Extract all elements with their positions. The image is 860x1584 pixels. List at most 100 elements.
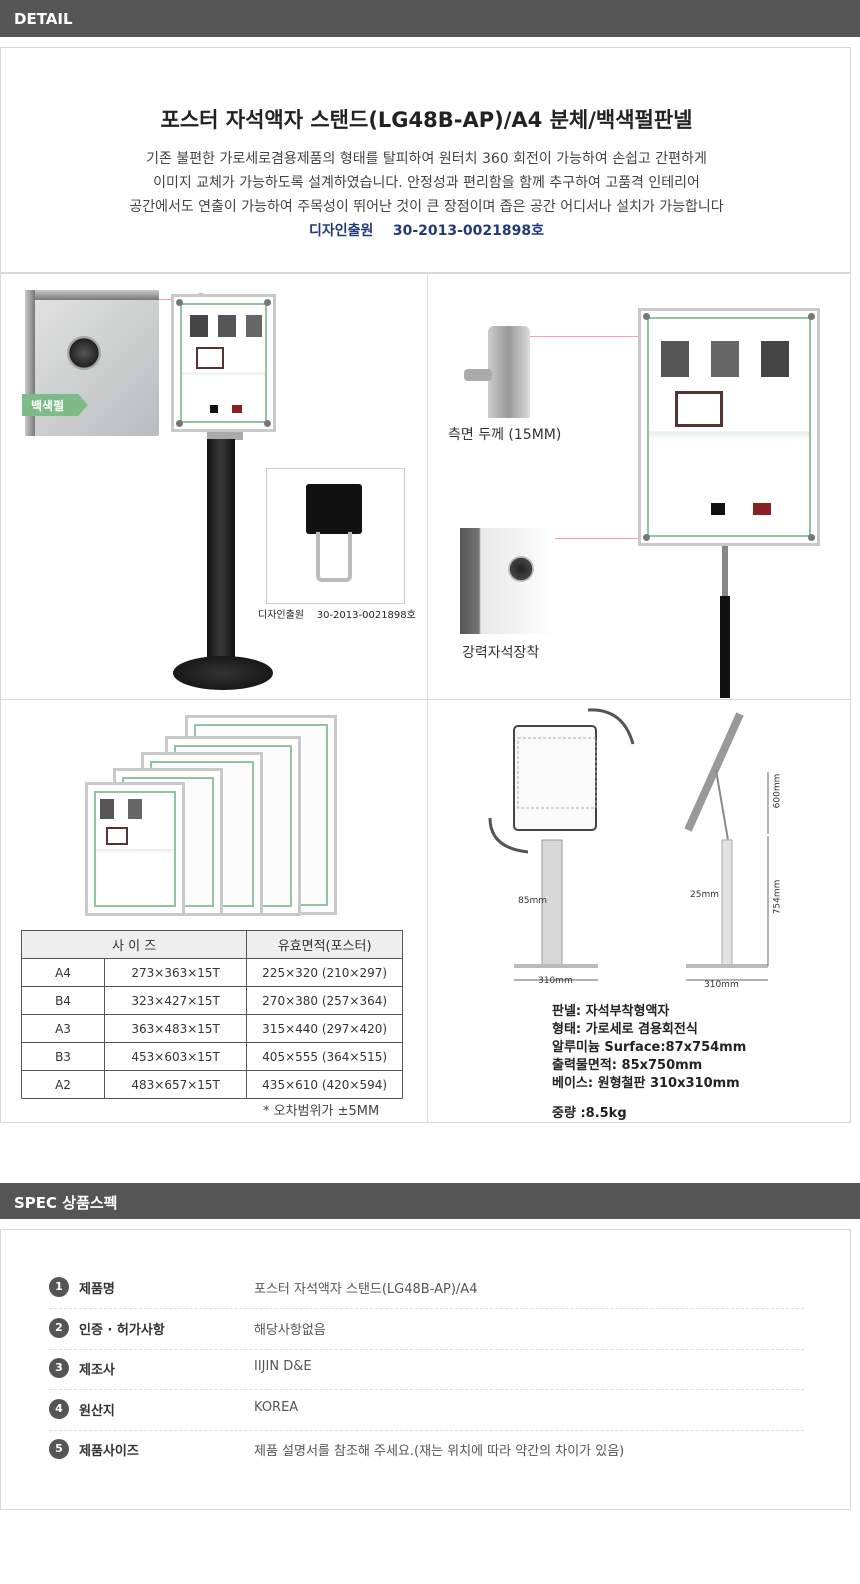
stand-pole (207, 439, 235, 664)
design-reg-caption: 디자인출원 30-2013-0021898호 (258, 610, 416, 621)
side-base (686, 964, 768, 968)
stand-base (173, 656, 273, 690)
table-header-size: 사 이 즈 (20, 930, 248, 959)
magnet-icon (67, 336, 101, 370)
panel-diagram: 85mm 310mm 25mm 600mm 754mm 310mm 판넬: 자석… (428, 700, 850, 1122)
table-row: B3 453×603×15T 405×555 (364×515) (21, 1042, 403, 1071)
table-row: B4 323×427×15T 270×380 (257×364) (21, 986, 403, 1015)
design-registration: 디자인출원 30-2013-0021898호 (308, 223, 545, 239)
spec-row: 4 원산지 KOREA (49, 1390, 804, 1431)
spec-number-badge: 5 (49, 1439, 69, 1459)
desc-line-3: 공간에서도 연출이 가능하여 주목성이 뛰어난 것이 큰 장점이며 좁은 공간 … (129, 199, 724, 215)
table-cell: B4 (21, 986, 105, 1015)
pearl-white-label: 백색펄 (31, 399, 65, 413)
intro-box: 포스터 자석액자 스탠드(LG48B-AP)/A4 분체/백색펄판넬 기존 불편… (0, 47, 851, 273)
table-cell: A4 (21, 958, 105, 987)
screw-icon (464, 369, 492, 381)
poster-pin (643, 313, 650, 320)
poster-frame (171, 294, 276, 432)
table-cell: A3 (21, 1014, 105, 1043)
poster-pin (808, 313, 815, 320)
pearl-white-tag (22, 394, 88, 416)
table-cell: 315×440 (297×420) (246, 1014, 403, 1043)
magnet-closeup (460, 528, 555, 634)
spec-label: 제품명 (79, 1282, 115, 1297)
poster-pin (264, 420, 271, 427)
side-profile-closeup (488, 326, 530, 418)
poster-photo (675, 391, 723, 427)
front-base (514, 964, 598, 968)
dim-label-310mm-side: 310mm (704, 980, 739, 990)
rotate-arrow-icon (587, 708, 635, 745)
callout-line (555, 538, 645, 539)
magnet-icon (508, 556, 534, 582)
spec-number-badge: 1 (49, 1277, 69, 1297)
table-cell: 270×380 (257×364) (246, 986, 403, 1015)
spec-line: 형태: 가로세로 겸용회전식 (552, 1022, 698, 1037)
poster-pin (176, 420, 183, 427)
spec-row: 3 제조사 IIJIN D&E (49, 1349, 804, 1390)
spec-row: 5 제품사이즈 제품 설명서를 참조해 주세요.(재는 위치에 따라 약간의 차… (49, 1430, 804, 1470)
front-panel-dashed (517, 737, 597, 809)
tolerance-note: * 오차범위가 ±5MM (263, 1104, 380, 1119)
desc-line-1: 기존 불편한 가로세로겸용제품의 형태를 탈피하여 원터치 360 회전이 가능… (146, 151, 707, 167)
panel-side-detail: 측면 두께 (15MM) 강력자석장착 (428, 274, 850, 698)
table-cell: 453×603×15T (103, 1042, 248, 1071)
spec-row: 1 제품명 포스터 자석액자 스탠드(LG48B-AP)/A4 (49, 1268, 804, 1309)
spec-row: 2 인증 · 허가사항 해당사항없음 (49, 1309, 804, 1350)
poster-photo (761, 341, 789, 377)
table-cell: 273×363×15T (103, 958, 248, 987)
frame-edge (25, 290, 159, 300)
side-thickness-label: 측면 두께 (15MM) (448, 427, 562, 443)
table-row: A2 483×657×15T 435×610 (420×594) (21, 1070, 403, 1099)
poster-photo (106, 827, 128, 845)
poster-photo (753, 503, 771, 515)
side-arm (715, 769, 729, 841)
spec-label: 인증 · 허가사항 (79, 1323, 165, 1338)
magnet-label: 강력자석장착 (462, 645, 540, 661)
spec-line: 출력물면적: 85x750mm (552, 1058, 703, 1073)
table-row: A3 363×483×15T 315×440 (297×420) (21, 1014, 403, 1043)
rotation-bracket (316, 532, 352, 582)
size-table: 사 이 즈 유효면적(포스터) A4 273×363×15T 225×320 (… (20, 930, 403, 1099)
dimension-diagram (488, 708, 769, 981)
poster-photo (711, 503, 725, 515)
spec-number-badge: 3 (49, 1358, 69, 1378)
spec-value: KOREA (254, 1400, 299, 1415)
spec-value: IIJIN D&E (254, 1359, 312, 1374)
grid-divider-h (0, 699, 851, 700)
detail-header-label: DETAIL (14, 10, 73, 28)
spec-line: 판넬: 자석부착형액자 (552, 1004, 670, 1019)
table-row: A4 273×363×15T 225×320 (210×297) (21, 958, 403, 987)
table-cell: 483×657×15T (103, 1070, 248, 1099)
stand-pole (722, 546, 728, 596)
poster-a4 (85, 782, 185, 916)
spec-header-label: SPEC 상품스펙 (14, 1194, 118, 1212)
dim-label-85mm: 85mm (518, 896, 547, 906)
dim-label-754mm: 754mm (772, 879, 783, 915)
grid-divider-v (427, 273, 428, 1123)
spec-line: 베이스: 원형철판 310x310mm (552, 1076, 740, 1091)
stand-pole-connector (207, 432, 243, 440)
stand-pole (720, 596, 730, 698)
spec-value: 포스터 자석액자 스탠드(LG48B-AP)/A4 (254, 1282, 478, 1297)
spec-label: 원산지 (79, 1404, 115, 1419)
table-cell: B3 (21, 1042, 105, 1071)
product-title: 포스터 자석액자 스탠드(LG48B-AP)/A4 분체/백색펄판넬 (160, 108, 693, 132)
spec-value: 제품 설명서를 참조해 주세요.(재는 위치에 따라 약간의 차이가 있음) (254, 1444, 625, 1459)
table-header-area: 유효면적(포스터) (246, 930, 403, 959)
panel-stand-closeup: 백색펄 디자인출원 30-2013-0021898호 (1, 274, 426, 698)
poster-pin (176, 299, 183, 306)
poster-photo (128, 799, 142, 819)
poster-frame-large (638, 308, 820, 546)
spec-number-badge: 4 (49, 1399, 69, 1419)
table-cell: 323×427×15T (103, 986, 248, 1015)
rotation-joint (306, 484, 362, 534)
poster-photo (218, 315, 236, 337)
desc-line-2: 이미지 교체가 가능하도록 설계하였습니다. 안정성과 편리함을 함께 추구하여… (153, 175, 700, 191)
poster-photo (190, 315, 208, 337)
spec-label: 제조사 (79, 1363, 115, 1378)
dim-label-25mm: 25mm (690, 890, 719, 900)
poster-pin (808, 534, 815, 541)
side-panel (684, 712, 744, 832)
